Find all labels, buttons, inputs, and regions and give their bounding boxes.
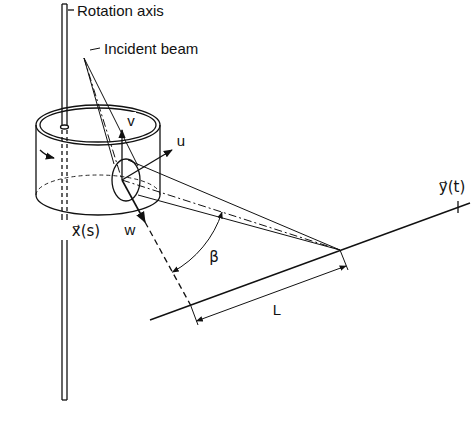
tick-mark [457,201,458,213]
leader-line [68,9,74,10]
axis-letter: u [176,132,186,149]
detector-line [150,203,470,320]
angle-symbol: β [208,249,220,266]
axis-letter: v [126,112,136,129]
scattered-beam [122,160,340,250]
angle-arc [172,212,222,272]
rotation-arrow [40,150,54,158]
vector-label: x⃗(s) [71,223,101,240]
vector-label: y⃗(t) [438,179,466,196]
rotation-rod [61,4,69,400]
dimension-label: L [272,301,282,318]
sample-circle [112,159,140,201]
local-axes [122,130,191,305]
axis-letter: w [124,221,137,238]
cylinder-drum [36,105,160,215]
part-label: Rotation axis [76,2,165,19]
part-label: Incident beam [103,40,199,57]
